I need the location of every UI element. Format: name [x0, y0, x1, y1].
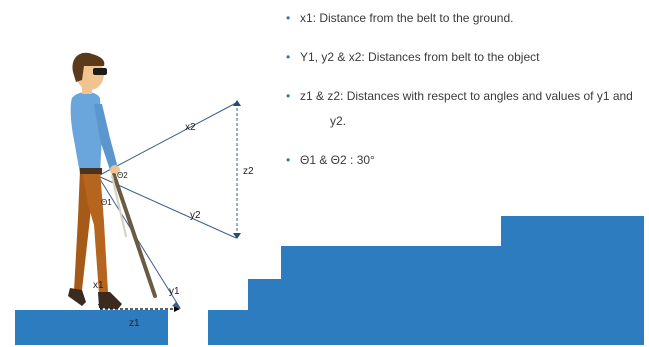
label-z1: z1	[129, 318, 140, 329]
sunglasses-icon	[93, 68, 107, 75]
person-figure	[68, 52, 122, 309]
ground-right	[208, 310, 644, 345]
label-theta1: Θ1	[101, 198, 112, 207]
person-belt	[80, 168, 102, 174]
legend-text-theta: Θ1 & Θ2 : 30°	[300, 153, 375, 167]
person-shirt	[70, 92, 102, 174]
legend-text-z1-z2: z1 & z2: Distances with respect to angle…	[300, 89, 633, 103]
label-x2: x2	[185, 122, 196, 133]
legend-text-y1-y2-x2: Y1, y2 & x2: Distances from belt to the …	[300, 50, 540, 64]
z1-arrowhead	[174, 306, 180, 312]
person-back-shoe	[68, 288, 86, 306]
bullet-dot-icon: •	[286, 50, 291, 64]
ground-left	[15, 310, 168, 345]
y1-line	[97, 175, 181, 309]
cane-icon	[112, 173, 157, 298]
step-3	[501, 216, 644, 247]
label-x1: x1	[93, 280, 104, 291]
bullet-dot-icon: •	[286, 153, 291, 167]
legend-item-y1-y2-x2: • Y1, y2 & x2: Distances from belt to th…	[286, 49, 646, 66]
ground-hole	[168, 310, 208, 347]
label-y1: y1	[169, 286, 180, 297]
person-hand	[110, 165, 120, 175]
bullet-dot-icon: •	[286, 89, 291, 103]
label-z2: z2	[243, 166, 254, 177]
legend-text-z1-z2-cont: y2.	[330, 114, 347, 128]
bullet-dot-icon: •	[286, 11, 291, 25]
label-y2: y2	[190, 210, 201, 221]
label-theta2: Θ2	[117, 171, 128, 180]
step-2	[281, 246, 644, 280]
legend-item-theta: • Θ1 & Θ2 : 30°	[286, 152, 646, 169]
person-front-shoe	[98, 292, 122, 309]
person-arm	[94, 104, 118, 170]
cane-2-icon	[110, 174, 128, 238]
staircase	[15, 216, 644, 345]
person-hair	[72, 52, 105, 82]
legend-text-x1: x1: Distance from the belt to the ground…	[300, 11, 514, 25]
y1-arrowhead	[172, 302, 181, 309]
z2-arrowhead-top	[233, 100, 241, 106]
person-front-leg	[82, 170, 108, 294]
y2-line	[97, 175, 237, 239]
x2-line	[97, 102, 237, 177]
legend-list: • x1: Distance from the belt to the grou…	[286, 6, 646, 169]
z2-arrowhead-bottom	[233, 233, 241, 239]
legend-item-z1-z2: • z1 & z2: Distances with respect to ang…	[286, 88, 646, 130]
measurement-lines	[97, 102, 238, 310]
legend-item-x1: • x1: Distance from the belt to the grou…	[286, 10, 646, 27]
step-1	[248, 279, 644, 311]
